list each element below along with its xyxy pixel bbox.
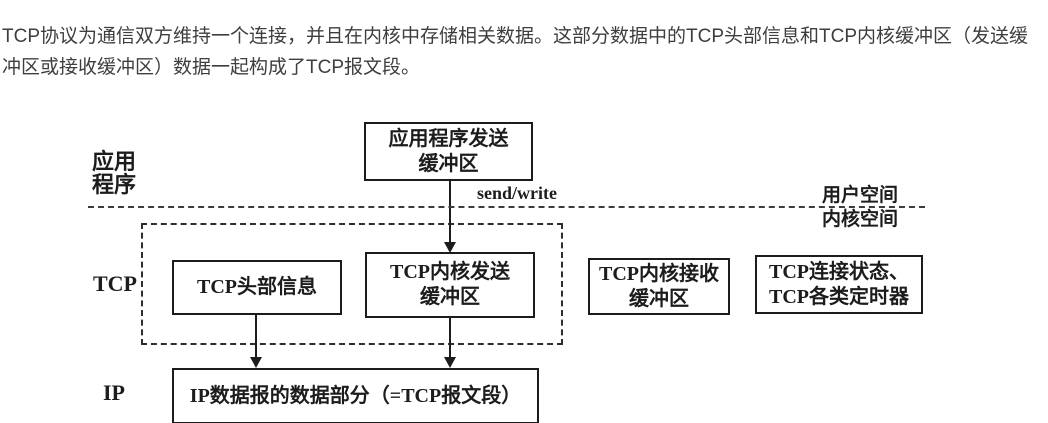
arrowhead-app-to-tcp <box>444 242 456 253</box>
intro-paragraph: TCP协议为通信双方维持一个连接，并且在内核中存储相关数据。这部分数据中的TCP… <box>2 26 1029 78</box>
user-space-label: 用户空间 <box>822 185 899 206</box>
kernel-space-label: 内核空间 <box>822 209 899 230</box>
flow-line-sendbuf-to-ip <box>449 316 451 359</box>
layer-label-application: 应用 程序 <box>92 149 137 197</box>
tcp-recv-buffer-box: TCP内核接收 缓冲区 <box>588 258 730 315</box>
app-send-buffer-box: 应用程序发送 缓冲区 <box>364 122 533 181</box>
flow-line-app-to-tcp <box>449 181 451 248</box>
arrowhead-sendbuf-to-ip <box>444 357 456 368</box>
tcp-segment-group-box <box>141 223 563 345</box>
layer-label-tcp: TCP <box>93 271 137 296</box>
tcp-send-buffer-box: TCP内核发送 缓冲区 <box>365 252 535 318</box>
arrowhead-header-to-ip <box>250 357 262 368</box>
tcp-state-timers-box: TCP连接状态、 TCP各类定时器 <box>755 255 923 314</box>
send-write-label: send/write <box>477 183 557 203</box>
layer-label-ip: IP <box>103 380 125 405</box>
flow-line-header-to-ip <box>255 313 257 359</box>
tcp-header-box: TCP头部信息 <box>172 260 342 315</box>
ip-datagram-box: IP数据报的数据部分（=TCP报文段） <box>172 368 539 423</box>
user-kernel-boundary-line <box>88 206 925 208</box>
